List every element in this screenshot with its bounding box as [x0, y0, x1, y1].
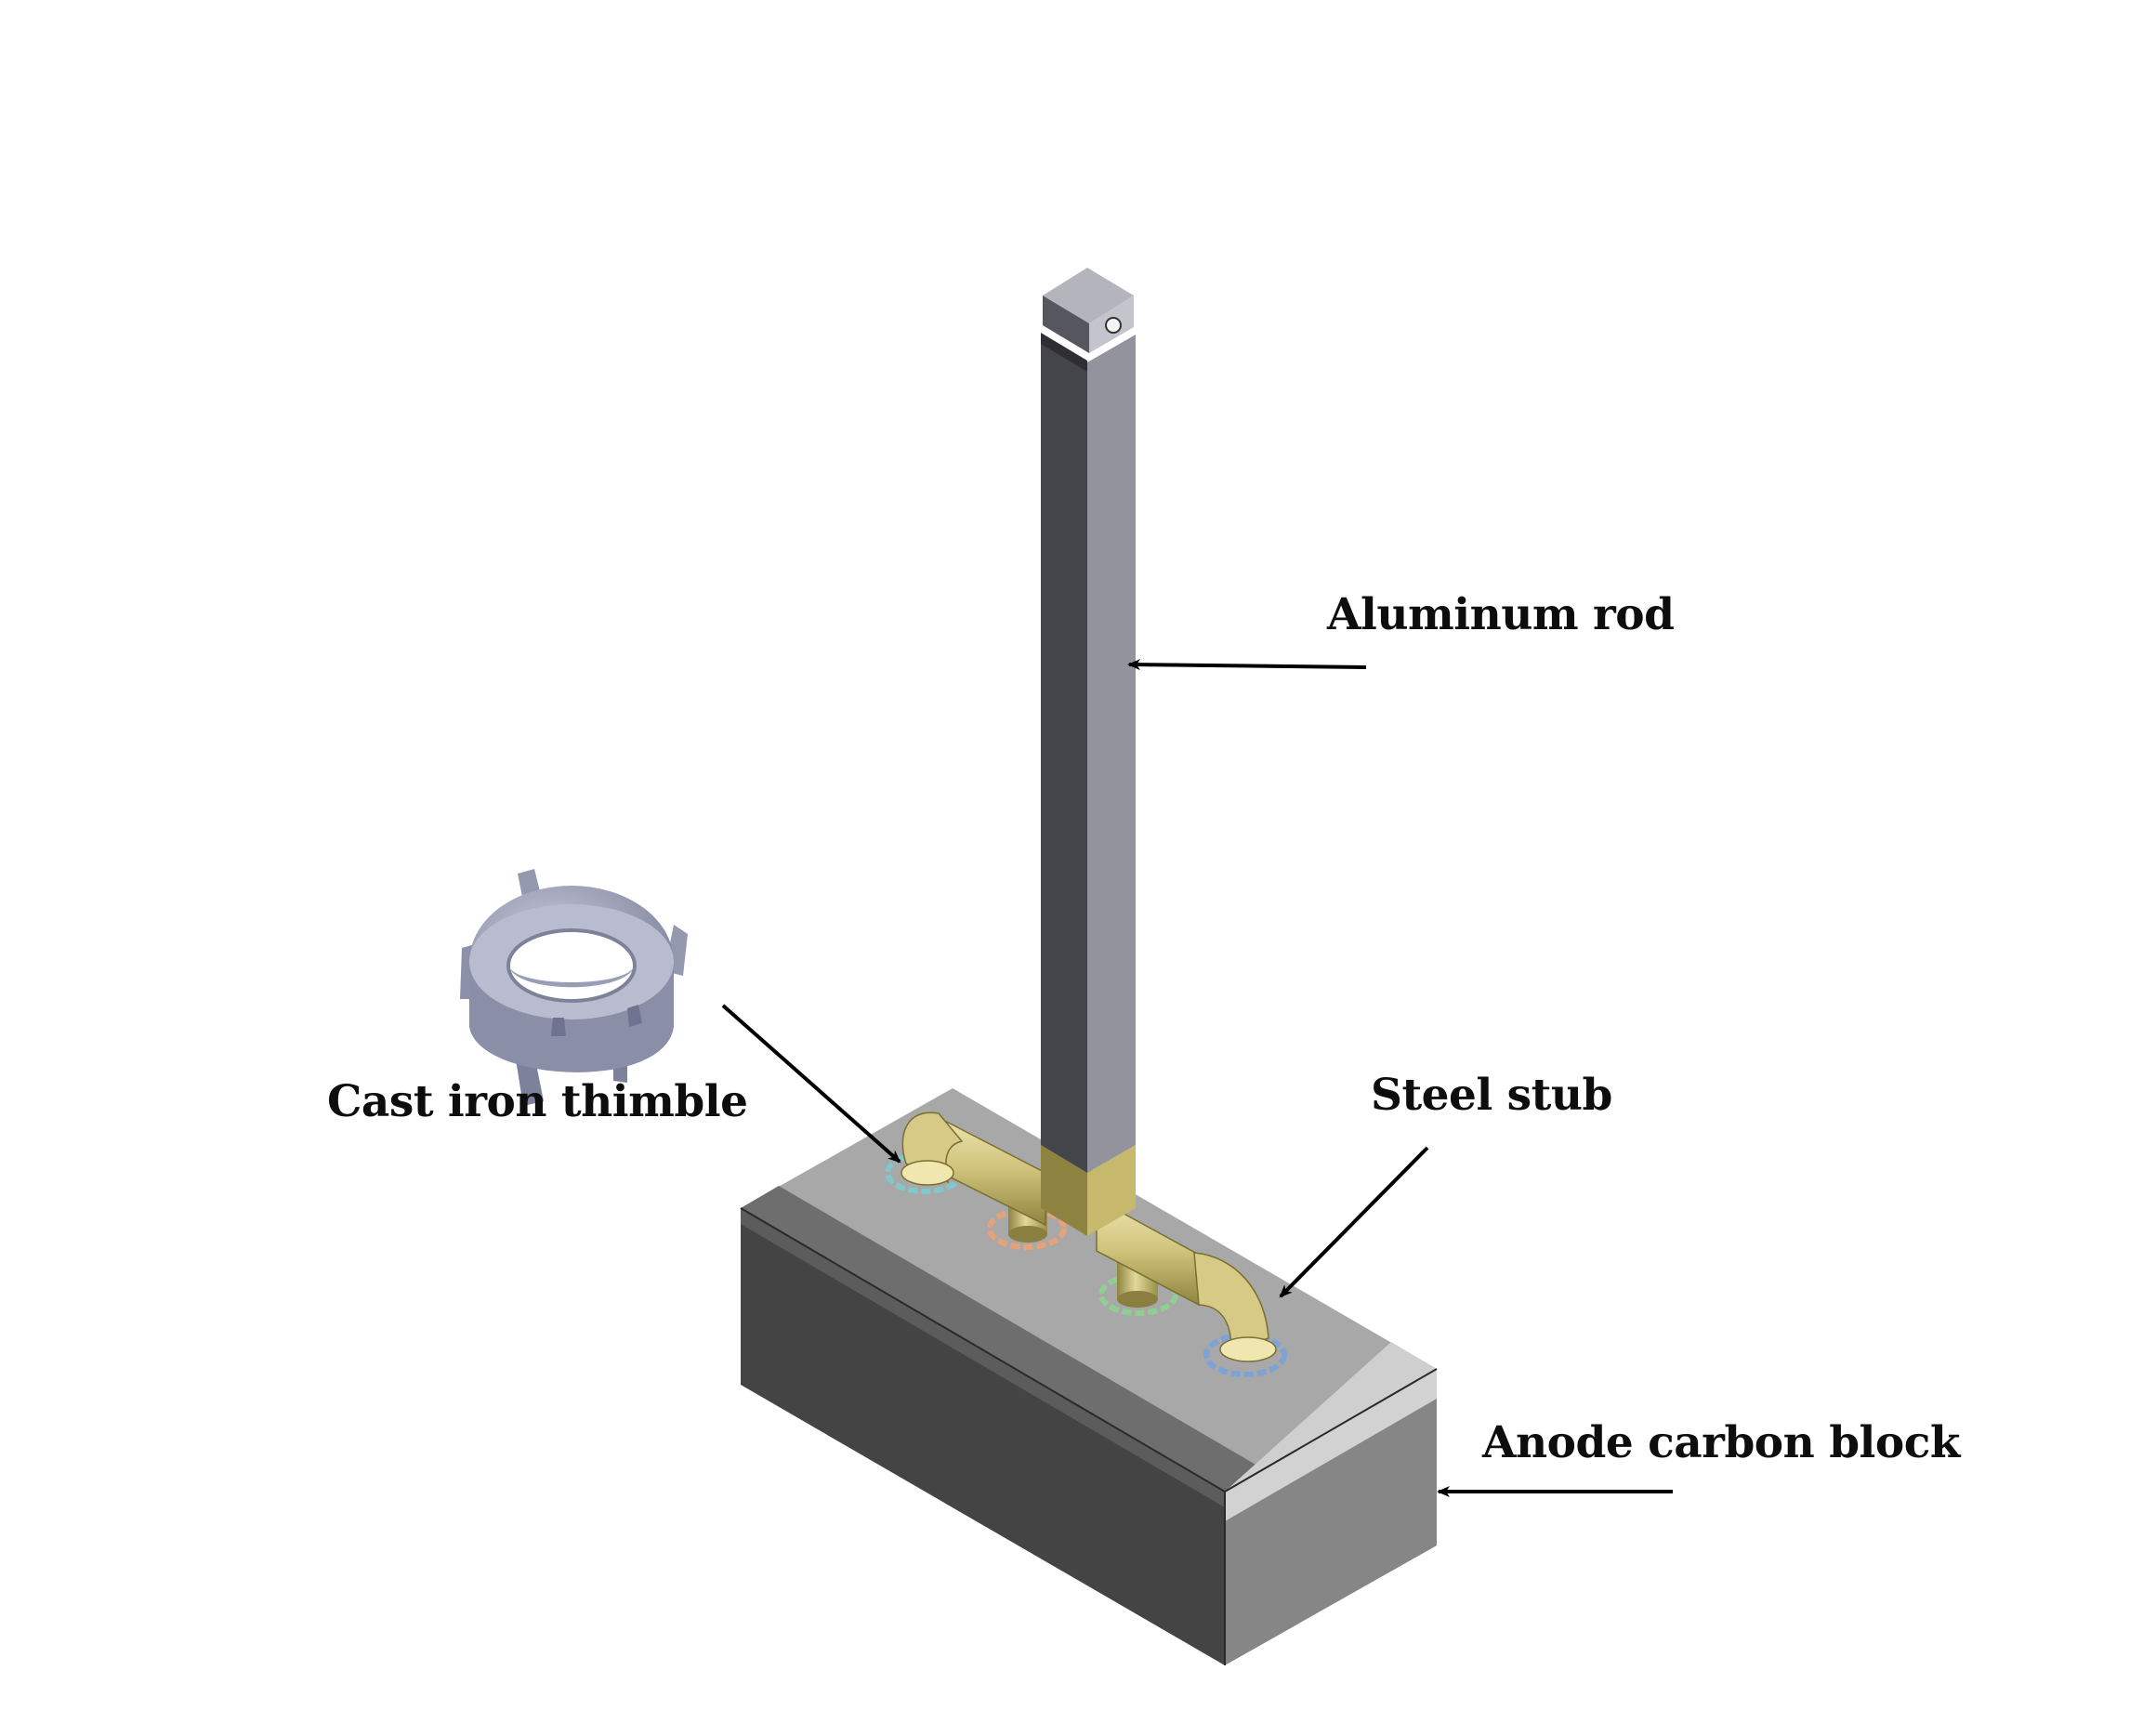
block-chamfer-left [741, 1186, 1262, 1492]
rod-side-face [1087, 335, 1136, 1173]
label-anode-carbon-block: Anode carbon block [1482, 1417, 1960, 1468]
leader-arrows [721, 659, 1673, 1497]
aluminum-rod [1041, 268, 1136, 1173]
rod-head-top [1043, 268, 1134, 323]
cast-iron-thimble-icon [460, 869, 688, 1106]
label-cast-iron-thimble: Cast iron thimble [327, 1076, 748, 1127]
label-steel-stub: Steel stub [1371, 1070, 1612, 1121]
arrow-steel-stub [1279, 1146, 1429, 1298]
rod-head-front [1043, 296, 1089, 353]
block-chamfer-right [1225, 1342, 1437, 1492]
block-front-bevel [741, 1208, 1225, 1507]
arrow-cast-iron-thimble [721, 1004, 901, 1164]
stub-yoke-side [1087, 1145, 1136, 1236]
rod-front-face [1041, 335, 1087, 1173]
thimble-ring-blue [1203, 1333, 1287, 1377]
block-front-face [741, 1208, 1225, 1665]
steel-stub-assembly [901, 1111, 1277, 1362]
arrow-aluminum-rod [1127, 659, 1367, 671]
stub-elbow-right [1193, 1252, 1269, 1351]
block-side-face [1225, 1369, 1437, 1665]
rod-head-hole [1105, 317, 1122, 334]
stub-yoke-front [1041, 1145, 1087, 1236]
label-aluminum-rod: Aluminum rod [1327, 589, 1675, 640]
block-chamfer-corner [1225, 1369, 1437, 1521]
